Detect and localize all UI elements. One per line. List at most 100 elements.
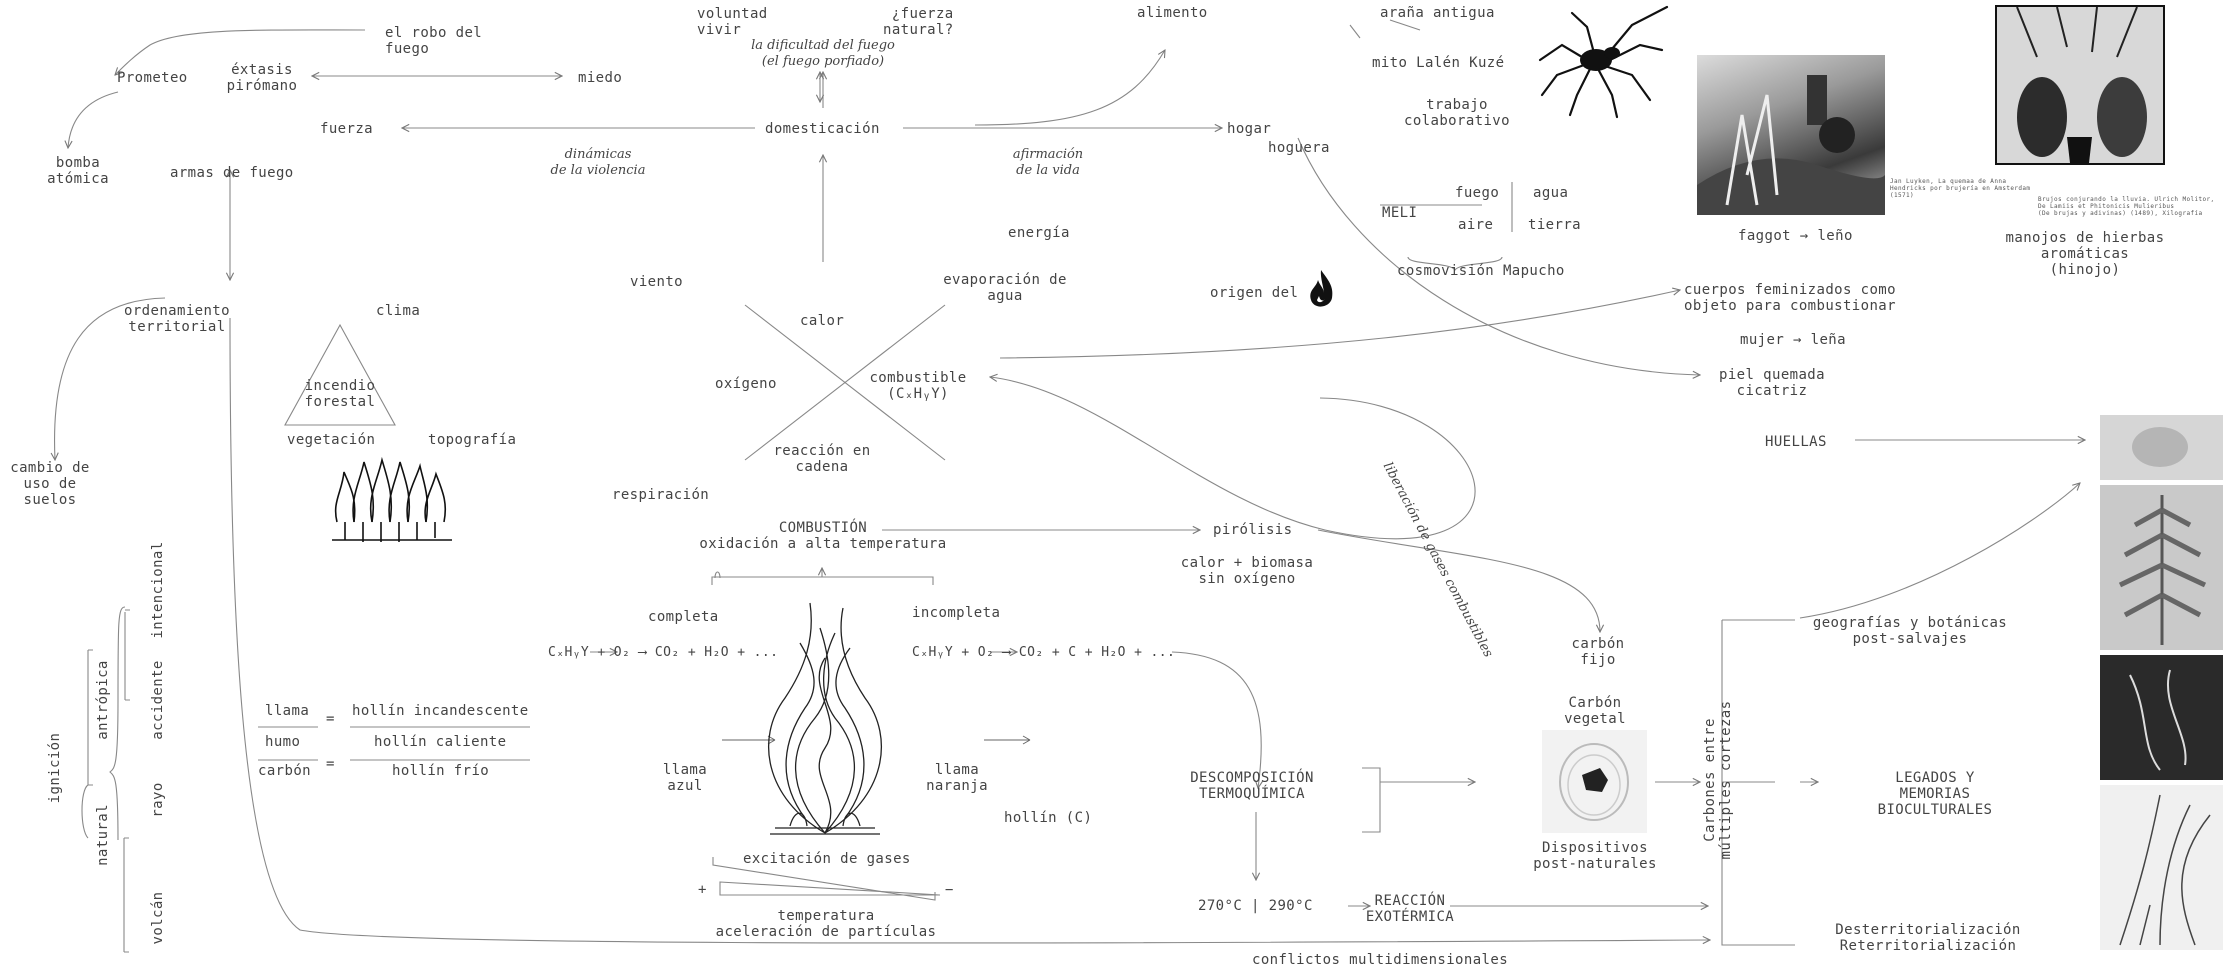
botanical-drawing xyxy=(2100,785,2223,950)
burning-witch-engraving xyxy=(1697,55,1885,215)
label-rayo: rayo xyxy=(150,782,166,818)
label-viento: viento xyxy=(630,274,683,290)
label-eq1: = xyxy=(326,711,335,727)
label-alimento: alimento xyxy=(1137,5,1208,21)
charcoal-icon xyxy=(1559,743,1629,821)
label-miedo: miedo xyxy=(578,70,623,86)
label-accidente: accidente xyxy=(150,660,166,740)
spider-icon xyxy=(1538,5,1669,119)
label-intencional: intencional xyxy=(150,541,166,639)
label-aire: aire xyxy=(1458,217,1494,233)
label-mujer: mujer → leña xyxy=(1740,332,1846,348)
label-combustible: combustible(CₓHᵧY) xyxy=(869,370,967,402)
label-faggot: faggot → leño xyxy=(1738,228,1853,244)
charcoal-photo xyxy=(1542,730,1647,833)
label-conflictos: conflictos multidimensionales xyxy=(1252,952,1509,968)
label-fuerza: fuerza xyxy=(320,121,373,137)
label-antropica: antrópica xyxy=(95,660,111,740)
label-pirolisis: pirólisis xyxy=(1213,522,1293,538)
label-mito: mito Lalén Kuzé xyxy=(1372,55,1505,71)
seed-photo xyxy=(2100,415,2223,480)
label-cosmovision: cosmovisión Mapucho xyxy=(1397,263,1565,279)
label-energia: energía xyxy=(1008,225,1070,241)
label-hollin-cal: hollín caliente xyxy=(374,734,507,750)
label-tierra: tierra xyxy=(1528,217,1581,233)
label-huellas: HUELLAS xyxy=(1765,434,1827,450)
molitor-woodcut xyxy=(1995,5,2165,165)
label-volcan: volcán xyxy=(150,891,166,945)
label-fuego: fuego xyxy=(1455,185,1500,201)
formula-incompleta: CₓHᵧY + O₂ ⟶ CO₂ + C + H₂O + ... xyxy=(912,645,1176,660)
label-incompleta: incompleta xyxy=(912,605,1001,621)
label-prometeo: Prometeo xyxy=(117,70,188,86)
label-domesticacion: domesticación xyxy=(765,121,880,137)
label-carbon: carbón xyxy=(258,763,311,779)
label-agua: agua xyxy=(1533,185,1569,201)
label-armas: armas de fuego xyxy=(170,165,294,181)
label-hollin-frio: hollín frío xyxy=(392,763,490,779)
caption-right: Brujos conjurando la lluvia. Ulrich Moli… xyxy=(2038,196,2215,217)
forest-fire-icon xyxy=(332,456,452,542)
label-hogar: hogar xyxy=(1227,121,1272,137)
label-ignicion: ignición xyxy=(47,732,63,804)
label-origen: origen del xyxy=(1210,285,1299,301)
label-temp: 270°C | 290°C xyxy=(1198,898,1313,914)
label-excitacion: excitación de gases xyxy=(743,851,911,867)
label-eq2: = xyxy=(326,756,335,772)
fire-icon xyxy=(1310,270,1333,307)
label-natural: natural xyxy=(95,804,111,866)
label-dificultad: la dificultad del fuego(el fuego porfiad… xyxy=(751,38,895,69)
label-vegetacion: vegetación xyxy=(287,432,376,448)
label-hollin: hollín (C) xyxy=(1004,810,1093,826)
label-oxigeno: oxígeno xyxy=(715,376,777,392)
label-calor: calor xyxy=(800,313,845,329)
label-plus: + xyxy=(698,882,707,898)
label-topografia: topografía xyxy=(428,432,517,448)
formula-completa: CₓHᵧY + O₂ ⟶ CO₂ + H₂O + ... xyxy=(548,645,779,660)
label-llama: llama xyxy=(265,703,310,719)
label-arana: araña antigua xyxy=(1380,5,1495,21)
label-hoguera: hoguera xyxy=(1268,140,1330,156)
label-hollin-inc: hollín incandescente xyxy=(352,703,529,719)
flame-illustration xyxy=(767,602,883,835)
label-minus: − xyxy=(945,882,954,898)
label-completa: completa xyxy=(648,609,719,625)
araucaria-photo xyxy=(2100,485,2223,650)
specimen-photo xyxy=(2100,655,2223,780)
label-meli: MELI xyxy=(1382,205,1418,221)
label-humo: humo xyxy=(265,734,301,750)
